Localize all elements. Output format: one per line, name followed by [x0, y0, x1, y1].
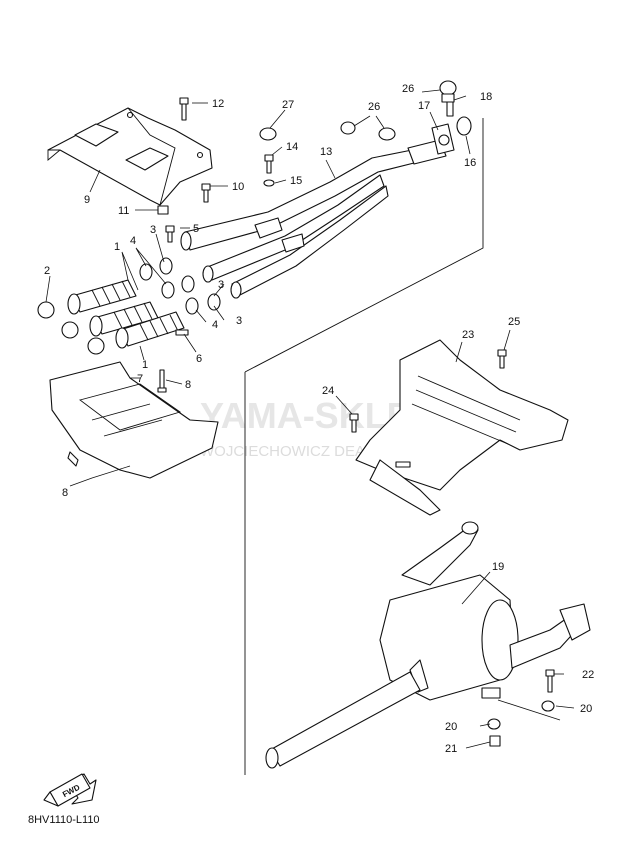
part-grommet-20	[487, 700, 555, 730]
callout-16: 16	[464, 157, 476, 169]
callout-4-low: 4	[212, 319, 218, 331]
callout-12: 12	[212, 98, 224, 110]
callout-26-mid: 26	[368, 101, 380, 113]
callout-23: 23	[462, 329, 474, 341]
callout-25: 25	[508, 316, 520, 328]
callout-27: 27	[282, 99, 294, 111]
callout-20-right: 20	[580, 703, 592, 715]
callout-24: 24	[322, 385, 334, 397]
callout-8-left: 8	[62, 487, 68, 499]
leader-lines	[45, 89, 575, 749]
part-flex-pipe-1	[67, 279, 185, 349]
part-exhaust-pipe-front	[180, 139, 447, 299]
callout-1-upper: 1	[114, 241, 120, 253]
part-bolt-14	[264, 154, 274, 174]
callout-3-mid: 3	[218, 279, 224, 291]
section-border	[244, 118, 484, 775]
callout-10: 10	[232, 181, 244, 193]
callout-14: 14	[286, 141, 298, 153]
forward-arrow-icon: FWD	[43, 773, 97, 807]
part-gasket-16	[456, 116, 472, 136]
part-bolt-24	[349, 413, 359, 433]
callout-22: 22	[582, 669, 594, 681]
part-gasket-2	[37, 301, 105, 355]
part-cap-27	[259, 127, 277, 141]
callout-19: 19	[492, 561, 504, 573]
diagram-code: 8HV1110-L110	[28, 814, 100, 826]
part-muffler	[265, 521, 591, 769]
part-bracket-11	[157, 205, 169, 215]
callout-13: 13	[320, 146, 332, 158]
callout-15: 15	[290, 175, 302, 187]
part-heat-protector-lower	[49, 361, 219, 479]
part-clamp-3	[159, 257, 221, 311]
callout-3-low: 3	[236, 315, 242, 327]
part-bolt-8	[67, 369, 167, 467]
part-bolt-12	[179, 97, 189, 121]
part-bolt-5	[165, 225, 175, 243]
callout-11: 11	[118, 205, 129, 217]
part-collar-21	[489, 735, 501, 747]
part-cap-26-top	[439, 80, 457, 103]
callout-9: 9	[84, 194, 90, 206]
part-bolt-10	[201, 183, 211, 203]
part-bolt-6	[175, 329, 189, 336]
callout-17: 17	[418, 100, 430, 112]
part-muffler-cover	[355, 339, 569, 516]
callout-3-top: 3	[150, 224, 156, 236]
callout-7: 7	[137, 373, 143, 385]
part-bolt-25	[497, 349, 507, 369]
callout-20-left: 20	[445, 721, 457, 733]
callout-26-top: 26	[402, 83, 414, 95]
callout-6: 6	[196, 353, 202, 365]
part-bolt-18	[446, 101, 454, 117]
callout-5: 5	[193, 223, 199, 235]
part-bolt-22	[545, 669, 555, 693]
callout-labels: 1 1 2 3 3 3 4 4 5 6 7 8 8 9 10 11 12 13 …	[44, 83, 594, 755]
callout-4-top: 4	[130, 235, 136, 247]
callout-1-lower: 1	[142, 359, 148, 371]
part-clamp-17	[431, 123, 455, 155]
part-gasket-4	[139, 263, 199, 315]
part-grommet-26	[340, 121, 396, 141]
callout-8-right: 8	[185, 379, 191, 391]
part-heat-protector-upper	[47, 107, 213, 206]
callout-21: 21	[445, 743, 457, 755]
callout-18: 18	[480, 91, 492, 103]
part-washer-15	[263, 179, 275, 187]
callout-2: 2	[44, 265, 50, 277]
